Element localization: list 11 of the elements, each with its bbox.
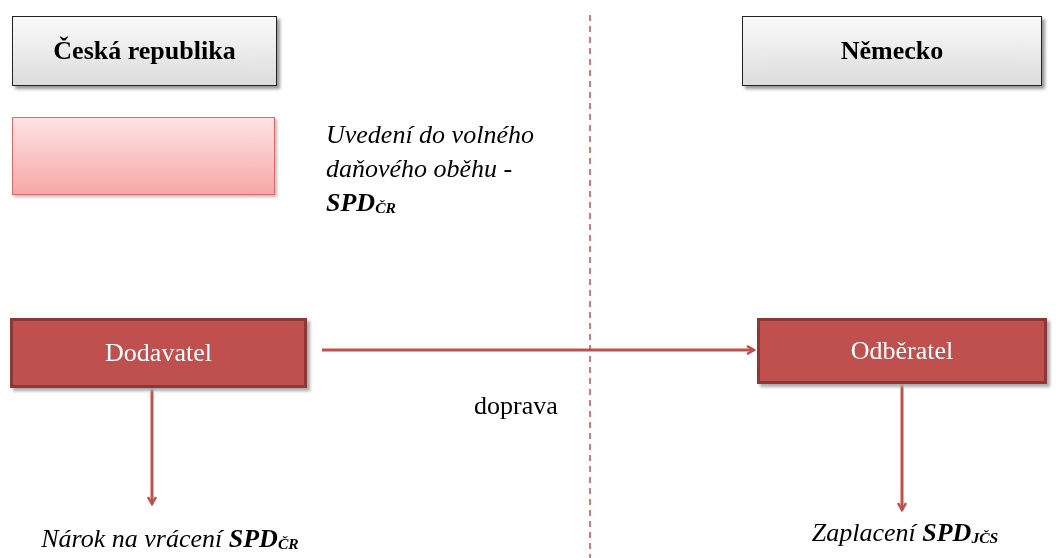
outcome-text: Nárok na vrácení SPD$_{ČR}$	[20, 522, 320, 556]
process-box: Odběratel	[757, 318, 1047, 384]
arrow	[146, 388, 158, 506]
process-box: Dodavatel	[10, 318, 307, 388]
outcome-text: Zaplacení SPD$_{JČS}$	[770, 516, 1040, 550]
arrow	[322, 344, 756, 356]
country-header: Německo	[742, 16, 1042, 86]
empty-box	[12, 117, 275, 195]
note-text: Uvedení do volného daňového oběhu - SPD$_{ČR}$	[326, 119, 535, 219]
arrow	[896, 384, 908, 512]
country-header: Česká republika	[12, 16, 277, 86]
